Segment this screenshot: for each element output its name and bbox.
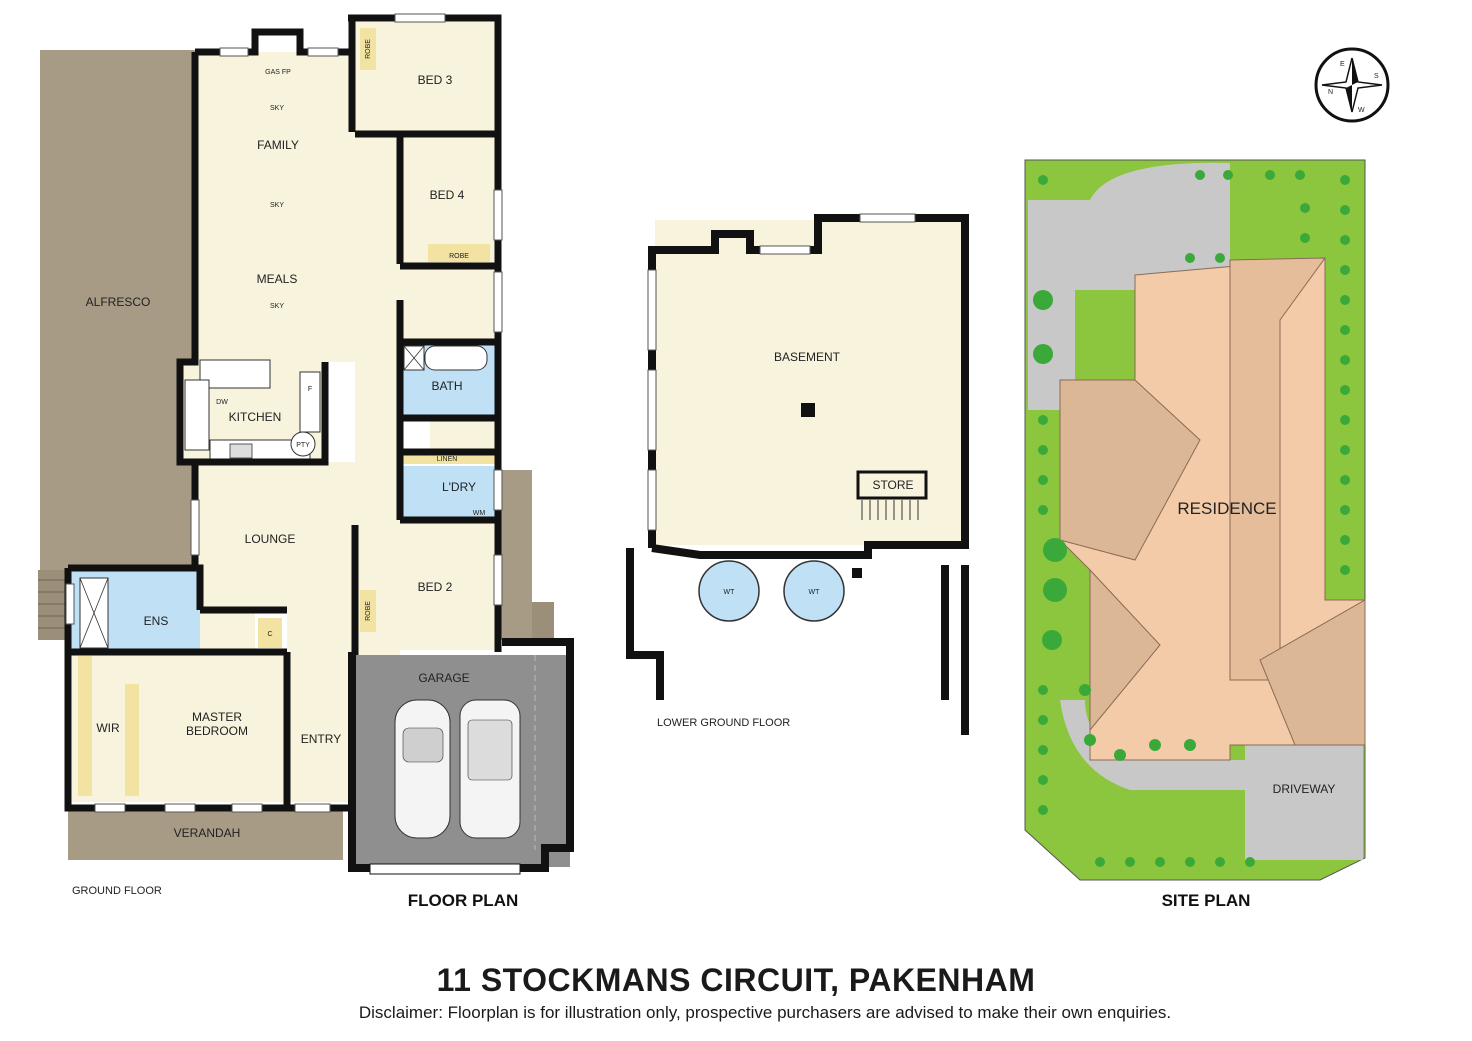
stair-area [400, 266, 495, 342]
label-dw: DW [216, 399, 228, 406]
bed2-area [355, 522, 495, 650]
alfresco-area [40, 50, 195, 640]
label-driveway: DRIVEWAY [1273, 782, 1336, 796]
site-plan-heading: SITE PLAN [1162, 891, 1251, 910]
robe-bed2 [360, 590, 376, 632]
bed4-area [400, 138, 495, 264]
wir-shelf-1 [78, 656, 92, 796]
entry-area [287, 610, 355, 802]
garage-walls [348, 638, 574, 872]
side-deck [500, 470, 532, 640]
basement-column [801, 403, 815, 417]
label-verandah: VERANDAH [174, 826, 241, 840]
label-robe-bed4: ROBE [449, 253, 469, 260]
ground-floor-plan: ALFRESCO GAS FP SKY FAMILY SKY MEALS SKY… [38, 13, 574, 910]
label-master-2: BEDROOM [186, 724, 248, 738]
label-bed4: BED 4 [430, 188, 465, 202]
label-lower-ground-floor: LOWER GROUND FLOOR [657, 717, 790, 729]
label-lounge: LOUNGE [245, 532, 296, 546]
cooktop-icon [229, 443, 253, 459]
compass-icon: N S E W [1314, 47, 1390, 123]
label-laundry: L'DRY [442, 480, 476, 494]
label-meals: MEALS [257, 272, 298, 286]
residence-roof [1059, 257, 1366, 761]
car-right-icon [459, 699, 521, 839]
label-kitchen: KITCHEN [229, 410, 282, 424]
label-entry: ENTRY [301, 732, 341, 746]
compass-n: N [1328, 89, 1333, 96]
bed3-area [355, 22, 495, 134]
label-master-1: MASTER [192, 710, 242, 724]
disclaimer-text: Disclaimer: Floorplan is for illustratio… [358, 1003, 1172, 1022]
store-area [856, 470, 928, 500]
site-plan: RESIDENCE DRIVEWAY SITE PLAN [1024, 159, 1366, 910]
label-residence: RESIDENCE [1177, 499, 1276, 518]
label-c: C [267, 631, 272, 638]
wc-area [200, 610, 255, 652]
car-left-icon [394, 699, 451, 839]
label-sky-1: SKY [270, 105, 284, 112]
label-store: STORE [872, 478, 913, 492]
label-robe-bed3: ROBE [365, 39, 372, 59]
lounge-area [195, 462, 355, 610]
label-ground-floor: GROUND FLOOR [72, 885, 162, 897]
bathtub-icon [424, 345, 488, 371]
robe-bed3 [360, 28, 376, 70]
paved-area-top [1028, 162, 1230, 410]
garage-door [369, 863, 521, 875]
label-bath: BATH [431, 379, 462, 393]
label-alfresco: ALFRESCO [86, 295, 151, 309]
label-ens: ENS [144, 614, 169, 628]
floor-plan-heading: FLOOR PLAN [408, 891, 519, 910]
label-gas-fp: GAS FP [265, 69, 291, 76]
family-meals-area [195, 52, 355, 362]
wir-shelf-2 [125, 684, 139, 796]
pantry-icon [290, 431, 316, 457]
label-family: FAMILY [257, 138, 299, 152]
label-wt-1: WT [724, 589, 736, 596]
label-wm: WM [473, 510, 486, 517]
master-bedroom-area [142, 652, 287, 802]
toilet-area [430, 418, 495, 452]
label-pty: PTY [296, 442, 310, 449]
water-tank-2 [783, 560, 845, 622]
label-robe-bed2: ROBE [365, 601, 372, 621]
water-tank-1 [698, 560, 760, 622]
label-linen: LINEN [437, 456, 458, 463]
verandah-area [68, 808, 343, 860]
compass-w: W [1358, 107, 1365, 114]
front-path [1060, 700, 1245, 790]
label-f: F [308, 386, 312, 393]
label-sky-3: SKY [270, 303, 284, 310]
label-bed3: BED 3 [418, 73, 453, 87]
label-bed2: BED 2 [418, 580, 453, 594]
label-basement: BASEMENT [774, 350, 841, 364]
lower-ground-plan: BASEMENT STORE WT WT LOWER GROUND FLOOR [626, 213, 969, 735]
compass-e: E [1340, 61, 1345, 68]
driveway-area [1245, 745, 1363, 860]
robe-bed4 [428, 244, 490, 262]
label-wir: WIR [96, 721, 120, 735]
kitchen-island [199, 359, 271, 389]
compass-s: S [1374, 73, 1379, 80]
label-wt-2: WT [809, 589, 821, 596]
laundry-area [400, 466, 495, 521]
property-title: 11 STOCKMANS CIRCUIT, PAKENHAM [436, 962, 1036, 998]
label-sky-2: SKY [270, 202, 284, 209]
cupboard-c [258, 618, 282, 648]
label-garage: GARAGE [418, 671, 469, 685]
